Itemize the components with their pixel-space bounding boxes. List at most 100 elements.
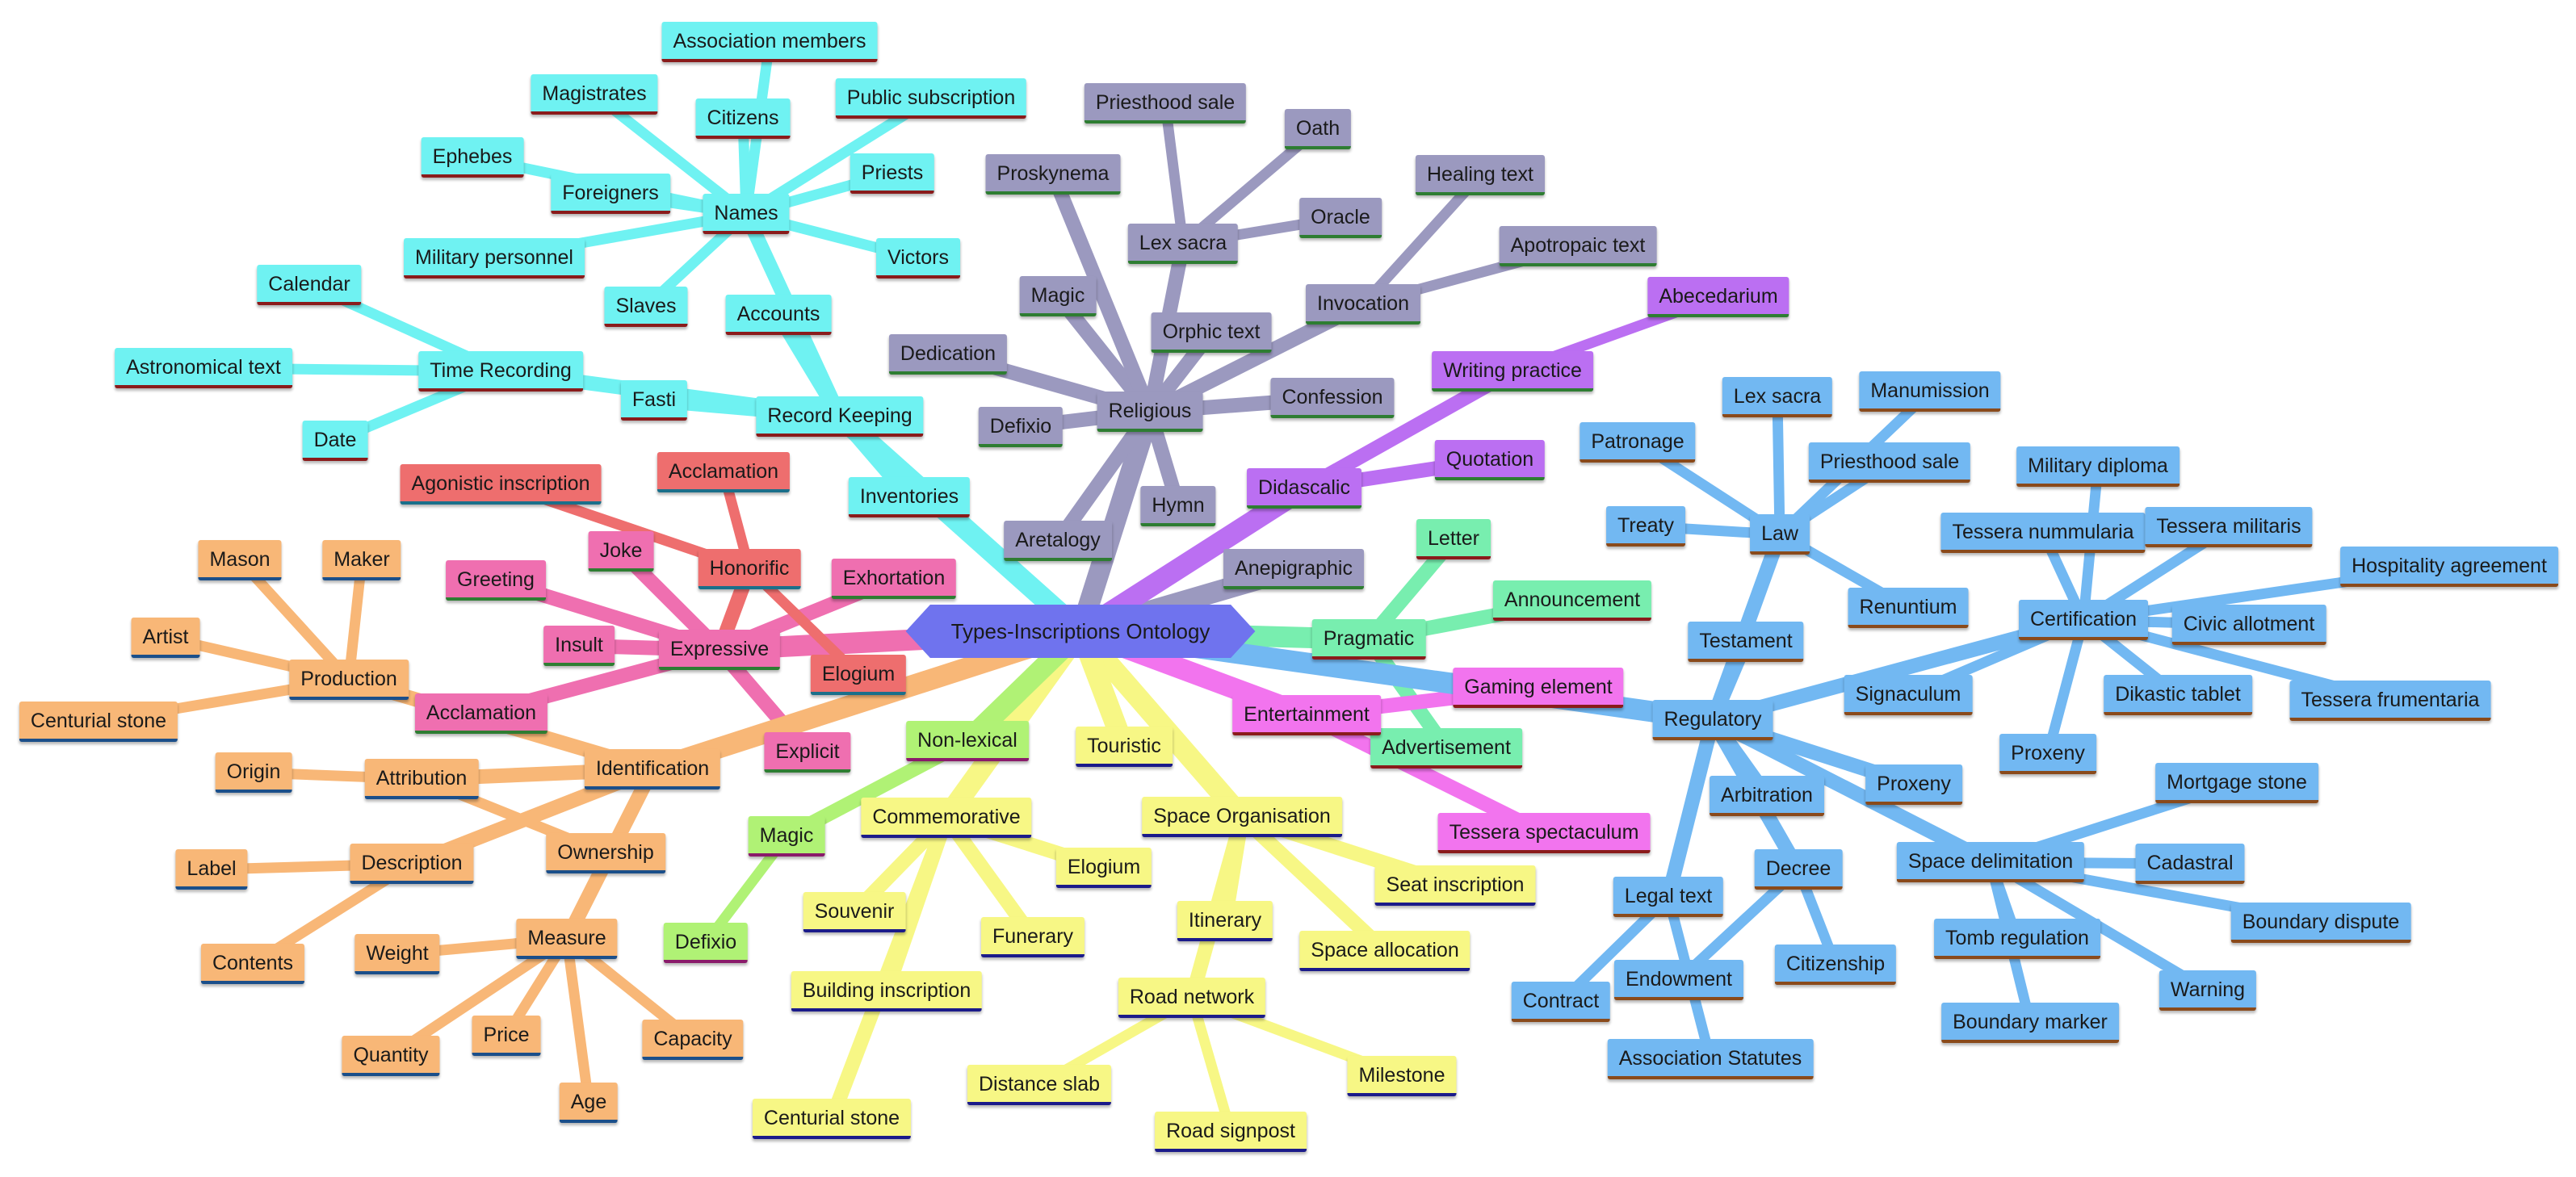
node-mortgage-stone: Mortgage stone <box>2155 763 2318 803</box>
node-cadastral: Cadastral <box>2135 844 2245 884</box>
node-slaves: Slaves <box>604 287 688 327</box>
node-identification: Identification <box>584 749 721 790</box>
node-exhortation: Exhortation <box>831 559 957 599</box>
link-religious-to-proskynema <box>1046 167 1157 419</box>
node-greeting: Greeting <box>446 560 546 601</box>
node-public-subscription: Public subscription <box>835 78 1027 119</box>
node-decree: Decree <box>1754 849 1843 890</box>
node-souvenir: Souvenir <box>803 892 906 932</box>
node-itinerary: Itinerary <box>1177 901 1273 941</box>
node-proxeny-cert: Proxeny <box>1999 734 2096 774</box>
node-ownership: Ownership <box>546 833 665 873</box>
node-acclamation-hon: Acclamation <box>657 452 791 492</box>
link-root-to-space-organisation <box>1070 621 1252 827</box>
node-names: Names <box>703 194 790 234</box>
node-patronage: Patronage <box>1580 422 1696 463</box>
node-confession: Confession <box>1270 378 1395 418</box>
node-space-organisation: Space Organisation <box>1142 797 1342 837</box>
link-commemorative-to-centurial-stone-com <box>824 810 954 1126</box>
node-artist: Artist <box>131 618 200 658</box>
node-legal-text: Legal text <box>1613 877 1724 917</box>
node-hospitality-agreement: Hospitality agreement <box>2340 547 2558 587</box>
node-tessera-frumentaria: Tessera frumentaria <box>2289 681 2491 721</box>
node-non-lexical: Non-lexical <box>906 721 1029 761</box>
node-defixio-rel: Defixio <box>978 407 1064 447</box>
node-road-signpost: Road signpost <box>1155 1112 1307 1152</box>
link-regulatory-to-legal-text <box>1661 713 1720 904</box>
node-maker: Maker <box>322 540 401 580</box>
node-military-personnel: Military personnel <box>404 238 585 279</box>
node-inventories: Inventories <box>848 477 971 517</box>
node-weight: Weight <box>355 934 440 974</box>
node-honorific: Honorific <box>698 549 801 589</box>
link-measure-to-age <box>561 933 594 1108</box>
node-regulatory: Regulatory <box>1652 700 1773 740</box>
node-boundary-dispute: Boundary dispute <box>2230 903 2411 943</box>
node-milestone: Milestone <box>1347 1056 1457 1096</box>
node-agonistic-inscription: Agonistic inscription <box>400 464 602 505</box>
node-capacity: Capacity <box>642 1020 744 1060</box>
node-signaculum: Signaculum <box>1844 675 1973 715</box>
node-pragmatic: Pragmatic <box>1311 619 1426 660</box>
node-expressive: Expressive <box>658 630 781 670</box>
link-lex-sacra-rel-to-priesthood-sale-rel <box>1160 98 1189 249</box>
node-didascalic: Didascalic <box>1247 468 1361 509</box>
node-apotropaic-text: Apotropaic text <box>1499 226 1657 266</box>
node-foreigners: Foreigners <box>551 174 670 214</box>
node-tessera-militaris: Tessera militaris <box>2145 507 2313 547</box>
node-priesthood-sale-reg: Priesthood sale <box>1808 442 1971 483</box>
node-proxeny-reg: Proxeny <box>1865 764 1962 805</box>
node-attribution: Attribution <box>364 759 479 799</box>
node-warning: Warning <box>2159 970 2257 1011</box>
node-contract: Contract <box>1511 982 1611 1022</box>
node-priests: Priests <box>850 153 935 194</box>
node-measure: Measure <box>516 919 618 959</box>
link-road-network-to-road-signpost <box>1186 992 1236 1137</box>
node-production: Production <box>289 660 409 700</box>
node-road-network: Road network <box>1118 978 1266 1018</box>
node-religious: Religious <box>1097 392 1203 432</box>
node-distance-slab: Distance slab <box>967 1065 1112 1105</box>
node-centurial-stone-com: Centurial stone <box>752 1099 912 1139</box>
node-tomb-regulation: Tomb regulation <box>1934 919 2100 959</box>
node-age: Age <box>559 1083 619 1123</box>
node-space-delimitation: Space delimitation <box>1896 842 2085 882</box>
node-endowment: Endowment <box>1613 960 1744 1000</box>
node-building-inscription: Building inscription <box>791 971 983 1012</box>
node-gaming-element: Gaming element <box>1453 668 1624 708</box>
node-ephebes: Ephebes <box>421 137 524 178</box>
node-invocation: Invocation <box>1306 284 1420 325</box>
node-acclamation-exp: Acclamation <box>414 693 548 734</box>
node-seat-inscription: Seat inscription <box>1374 865 1536 906</box>
node-healing-text: Healing text <box>1415 155 1546 195</box>
link-certification-to-proxeny-cert <box>2042 614 2089 760</box>
link-root-to-religious <box>1070 401 1160 642</box>
node-explicit: Explicit <box>764 732 851 773</box>
node-centurial-stone-id: Centurial stone <box>19 702 178 742</box>
node-lex-sacra-reg: Lex sacra <box>1722 377 1833 417</box>
link-regulatory-to-space-delimitation <box>1705 713 1998 869</box>
link-law-to-lex-sacra-reg <box>1772 392 1785 540</box>
node-testament: Testament <box>1688 622 1804 662</box>
node-treaty: Treaty <box>1606 506 1685 547</box>
node-aretalogy: Aretalogy <box>1004 521 1112 561</box>
node-date: Date <box>302 421 368 461</box>
node-touristic: Touristic <box>1076 727 1173 767</box>
node-price: Price <box>472 1016 541 1056</box>
node-advertisement: Advertisement <box>1370 728 1522 769</box>
node-hymn: Hymn <box>1140 486 1216 526</box>
node-dedication: Dedication <box>888 334 1008 375</box>
node-magic-nl: Magic <box>748 816 825 857</box>
node-quotation: Quotation <box>1434 440 1546 480</box>
node-joke: Joke <box>588 531 654 572</box>
node-oath: Oath <box>1284 109 1352 149</box>
node-quantity: Quantity <box>342 1036 440 1076</box>
node-orphic-text: Orphic text <box>1151 312 1272 353</box>
node-origin: Origin <box>215 752 292 793</box>
root-node: Types-Inscriptions Ontology <box>905 605 1256 658</box>
node-entertainment: Entertainment <box>1232 695 1381 735</box>
node-defixio-nl: Defixio <box>663 923 749 963</box>
node-fasti: Fasti <box>620 380 688 421</box>
